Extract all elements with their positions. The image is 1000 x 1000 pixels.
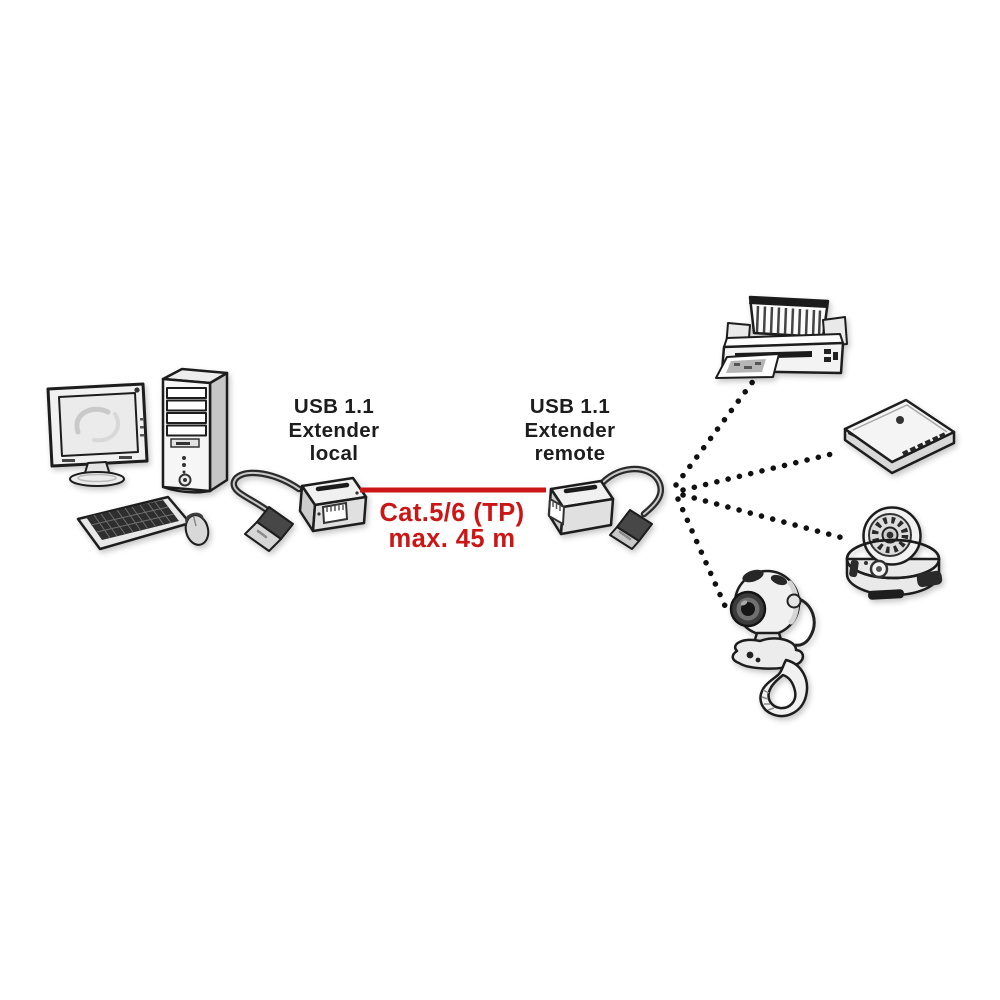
cat5-label-line1: Cat.5/6 (TP) (379, 499, 524, 527)
label-remote-line1: USB 1.1 (530, 395, 610, 418)
keyboard-icon (76, 495, 192, 551)
dotted-line-to-webcam (675, 496, 732, 618)
rj45-port-icon (321, 501, 349, 525)
label-local-line1: USB 1.1 (294, 395, 374, 418)
printer-illustration (715, 295, 848, 379)
label-remote-line3: remote (535, 442, 606, 465)
dotted-line-to-scanner (680, 449, 843, 493)
extender-local-label: USB 1.1 Extender local (289, 395, 380, 465)
webcam-cable (794, 596, 816, 647)
dome-camera-illustration (845, 506, 943, 600)
extender-local-box-icon (298, 476, 368, 533)
dotted-line-to-printer (673, 377, 757, 488)
extender-remote-label: USB 1.1 Extender remote (525, 395, 616, 465)
usb-plug-icon (609, 509, 653, 550)
mouse-icon (184, 512, 210, 546)
cat5-label-line2: max. 45 m (389, 525, 516, 553)
dotted-line-to-dome-camera (680, 492, 850, 542)
label-remote-line2: Extender (525, 419, 616, 442)
webcam-illustration (729, 569, 816, 718)
usb-cable (230, 469, 303, 517)
extender-remote-box-icon (547, 479, 615, 536)
scanner-illustration (843, 398, 956, 475)
label-local-line2: Extender (289, 419, 380, 442)
usb-extender-local-illustration (230, 469, 368, 552)
dotted-connection-lines (673, 377, 850, 618)
usb-a-plug-icon (244, 506, 294, 552)
webcam-lens-icon (729, 590, 767, 628)
monitor-icon (46, 382, 149, 487)
cat5-link: Cat.5/6 (TP) max. 45 m (360, 487, 546, 553)
label-local-line3: local (310, 442, 359, 465)
scanner-buttons (902, 432, 946, 456)
usb-extender-remote-illustration (547, 465, 664, 550)
webcam-clip-icon (759, 658, 809, 718)
desktop-computer-illustration (46, 367, 229, 551)
computer-tower-icon (161, 367, 229, 494)
